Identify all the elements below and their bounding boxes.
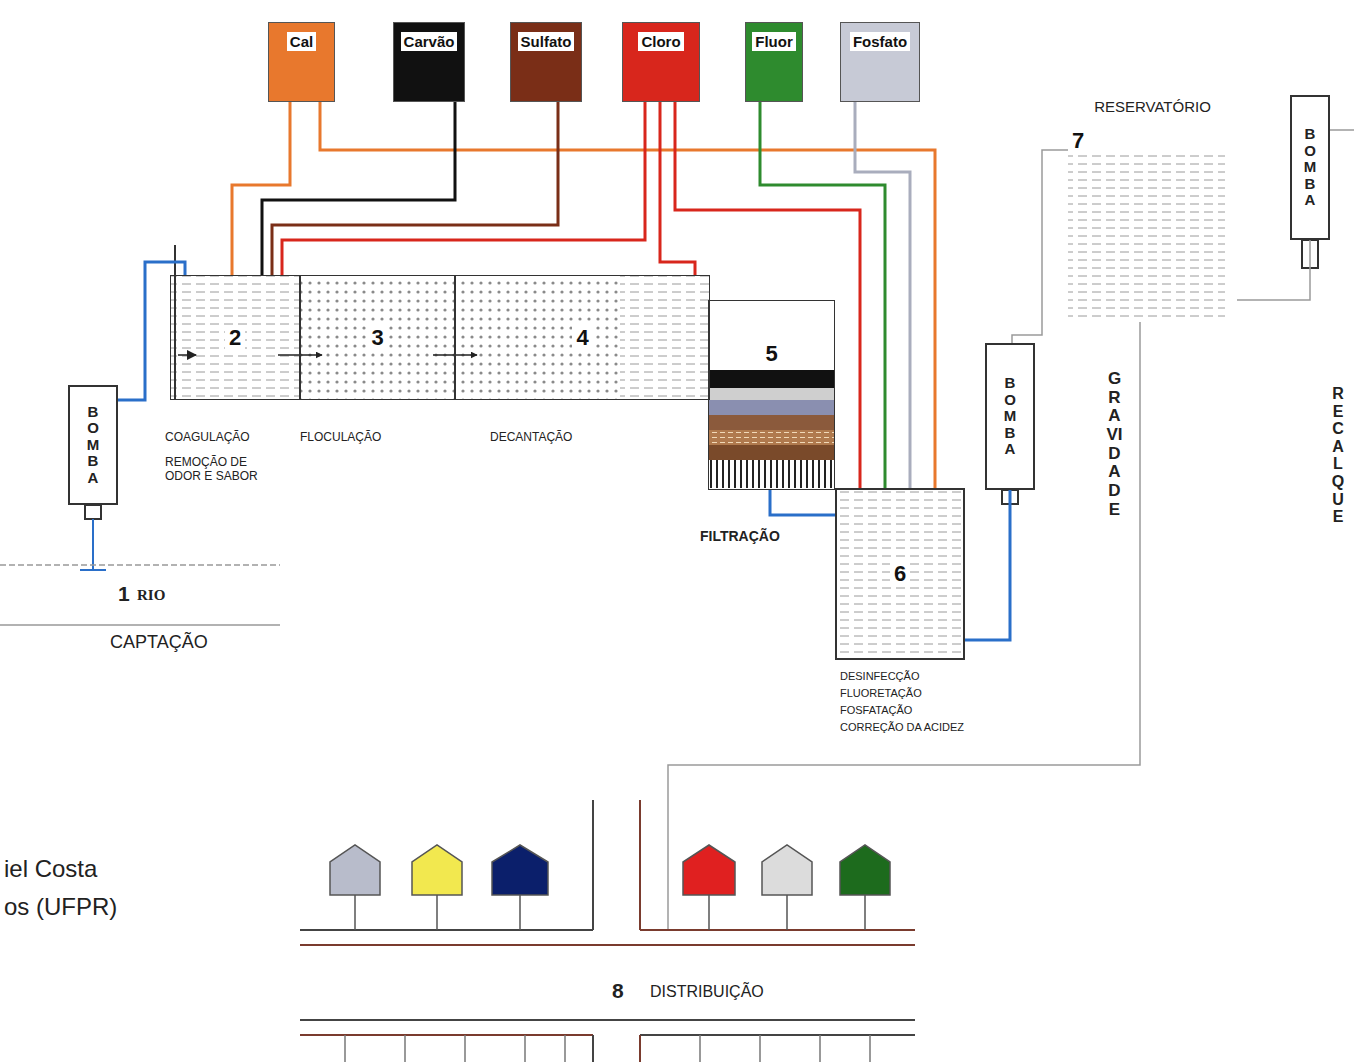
chemical-name: Sulfato bbox=[518, 32, 575, 51]
filter-bed: 5 bbox=[708, 300, 835, 490]
feed-pipe bbox=[660, 102, 695, 275]
process-label: CAPTAÇÃO bbox=[110, 632, 208, 653]
tank-water bbox=[170, 128, 1225, 660]
pump-label: BOMBA bbox=[1003, 375, 1018, 458]
pump-label: BOMBA bbox=[1303, 126, 1318, 209]
river-intake bbox=[0, 519, 280, 625]
feed-pipe bbox=[965, 490, 1010, 640]
feed-pipe bbox=[675, 102, 860, 488]
chemical-tank: Sulfato bbox=[510, 22, 582, 102]
chemical-name: Fluor bbox=[752, 32, 796, 51]
chemical-name: Fosfato bbox=[850, 32, 910, 51]
feed-pipe bbox=[855, 102, 910, 488]
process-label: CORREÇÃO DA ACIDEZ bbox=[840, 721, 964, 733]
pump-label: BOMBA bbox=[86, 404, 101, 487]
process-label: FLUORETAÇÃO bbox=[840, 687, 922, 699]
vertical-label: GRAVIDADE bbox=[1106, 370, 1123, 520]
feed-pipe bbox=[272, 102, 558, 275]
chemical-tank: Fluor bbox=[745, 22, 803, 102]
stage-number: 6 bbox=[890, 561, 910, 587]
distribution-streets bbox=[300, 800, 915, 1062]
feed-pipe bbox=[262, 102, 455, 275]
process-label: 1 bbox=[118, 582, 130, 606]
process-label: DESINFECÇÃO bbox=[840, 670, 919, 682]
decantation-chamber: 4 bbox=[455, 275, 710, 400]
process-label: FLOCULAÇÃO bbox=[300, 430, 381, 444]
process-label: DECANTAÇÃO bbox=[490, 430, 572, 444]
stage-number: 2 bbox=[225, 325, 245, 351]
pump-box: BOMBA bbox=[68, 385, 118, 505]
feed-pipe bbox=[282, 102, 645, 275]
chemical-name: Cloro bbox=[638, 32, 683, 51]
chemical-name: Cal bbox=[287, 32, 316, 51]
chemical-tank: Fosfato bbox=[840, 22, 920, 102]
reservoir-heading: RESERVATÓRIO bbox=[1094, 98, 1211, 115]
houses bbox=[330, 845, 890, 930]
credit-text: os (UFPR) bbox=[4, 893, 117, 921]
process-label: COAGULAÇÃO bbox=[165, 430, 250, 444]
flow-arrow bbox=[1237, 240, 1310, 300]
gravity-main bbox=[668, 130, 1354, 930]
vertical-label: RECALQUE bbox=[1330, 385, 1346, 526]
reservoir: RESERVATÓRIO7 bbox=[1068, 128, 1237, 322]
coagulation-chamber: 2 bbox=[170, 275, 300, 400]
chemical-name: Carvão bbox=[401, 32, 458, 51]
process-label: RIO bbox=[137, 587, 165, 604]
feed-pipe bbox=[118, 262, 185, 400]
pump-feet bbox=[85, 240, 1318, 519]
chemical-tank: Cal bbox=[268, 22, 335, 102]
flocculation-chamber: 3 bbox=[300, 275, 455, 400]
process-label: REMOÇÃO DE ODOR E SABOR bbox=[165, 455, 283, 483]
contact-tank: 6 bbox=[835, 488, 965, 660]
stage-number: 4 bbox=[572, 325, 592, 351]
pump-box: BOMBA bbox=[985, 343, 1035, 490]
process-label: DISTRIBUIÇÃO bbox=[650, 983, 764, 1001]
chemical-tank: Cloro bbox=[622, 22, 700, 102]
feed-pipe bbox=[770, 490, 835, 515]
pump-box: BOMBA bbox=[1290, 95, 1330, 240]
credit-text: iel Costa bbox=[4, 855, 97, 883]
flow-arrow bbox=[1012, 150, 1068, 343]
stage-number: 3 bbox=[367, 325, 387, 351]
filter-layers bbox=[709, 370, 834, 488]
chemical-tank: Carvão bbox=[393, 22, 465, 102]
stage-number: 5 bbox=[761, 341, 781, 367]
process-label: 8 bbox=[612, 979, 624, 1003]
process-label: FOSFATAÇÃO bbox=[840, 704, 912, 716]
feed-pipe bbox=[320, 102, 935, 488]
feed-pipe bbox=[760, 102, 885, 488]
process-label: FILTRAÇÃO bbox=[700, 528, 780, 544]
stage-number: 7 bbox=[1068, 128, 1237, 154]
